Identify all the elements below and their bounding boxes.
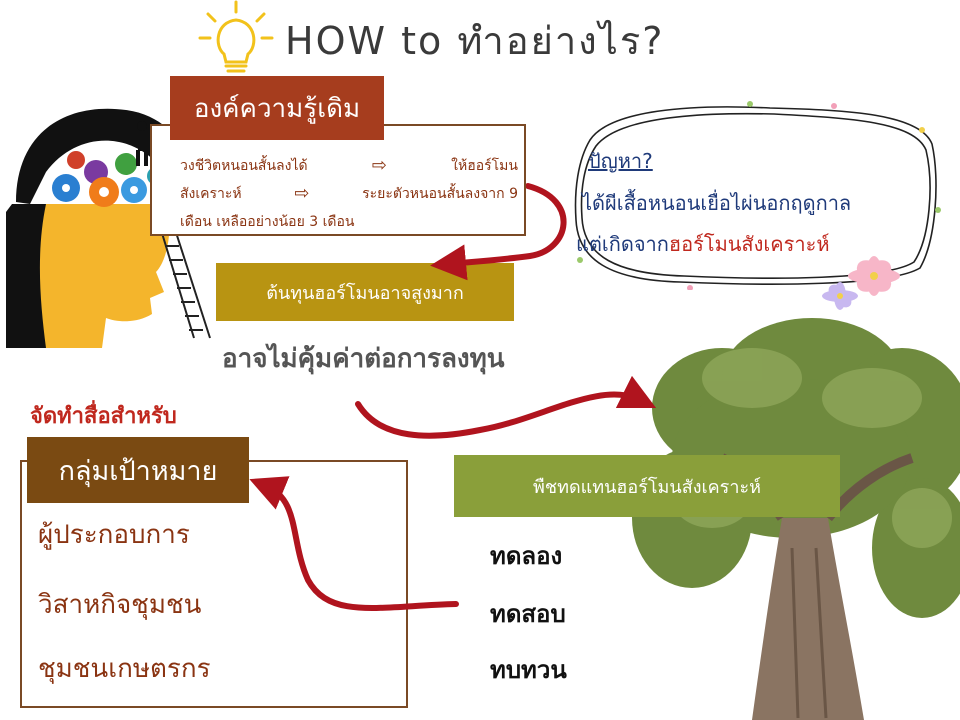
knowledge-line2-left: สังเคราะห์ — [180, 186, 242, 202]
knowledge-row-3: เดือน เหลืออย่างน้อย 3 เดือน — [180, 208, 518, 236]
media-label: จัดทำสื่อสำหรับ — [30, 404, 177, 429]
lightbulb-icon — [198, 0, 274, 73]
arrow-icon: ⇨ — [294, 183, 310, 204]
knowledge-line3: เดือน เหลืออย่างน้อย 3 เดือน — [180, 214, 355, 230]
head-gears-icon — [6, 108, 184, 348]
target-label: กลุ่มเป้าหมาย — [27, 437, 249, 503]
arrow-icon: ⇨ — [371, 155, 387, 176]
page-title: HOW to ทำอย่างไร? — [285, 19, 665, 63]
ladder-icon — [157, 220, 211, 339]
problem-highlight: ฮอร์โมนสังเคราะห์ — [668, 232, 830, 256]
knowledge-row-2: สังเคราะห์ ⇨ ระยะตัวหนอนสั้นลงจาก 9 — [180, 180, 518, 208]
target-item-community-enterprise: วิสาหกิจชุมชน — [38, 590, 202, 620]
problem-title: ปัญหา? — [588, 149, 653, 173]
cost-box: ต้นทุนฮอร์โมนอาจสูงมาก — [216, 263, 514, 321]
flower-icon — [822, 256, 900, 310]
knowledge-line1-left: วงชีวิตหนอนสั้นลงได้ — [180, 158, 308, 174]
knowledge-box: วงชีวิตหนอนสั้นลงได้ ⇨ ให้ฮอร์โมน สังเคร… — [150, 124, 526, 236]
target-item-entrepreneur: ผู้ประกอบการ — [38, 520, 190, 550]
problem-line-1: ได้ผีเสื้อหนอนเยื่อไผ่นอกฤดูกาล — [582, 191, 852, 215]
tree-image — [632, 318, 960, 720]
step-experiment: ทดลอง — [490, 542, 563, 570]
knowledge-row-1: วงชีวิตหนอนสั้นลงได้ ⇨ ให้ฮอร์โมน — [180, 152, 518, 180]
step-review: ทบทวน — [490, 656, 567, 684]
plant-substitute-box: พืชทดแทนฮอร์โมนสังเคราะห์ — [454, 455, 840, 517]
not-worth-text: อาจไม่คุ้มค่าต่อการลงทุน — [222, 344, 505, 374]
problem-line-2: แต่เกิดจากฮอร์โมนสังเคราะห์ — [576, 228, 830, 260]
arrow-to-plant — [355, 375, 657, 439]
target-item-farmer-community: ชุมชนเกษตรกร — [38, 654, 211, 684]
problem-bubble — [574, 101, 941, 290]
knowledge-line1-right: ให้ฮอร์โมน — [451, 158, 518, 174]
knowledge-line2-right: ระยะตัวหนอนสั้นลงจาก 9 — [362, 186, 518, 202]
step-test: ทดสอบ — [490, 600, 566, 628]
knowledge-label: องค์ความรู้เดิม — [170, 76, 384, 140]
problem-line-2-prefix: แต่เกิดจาก — [576, 232, 669, 256]
